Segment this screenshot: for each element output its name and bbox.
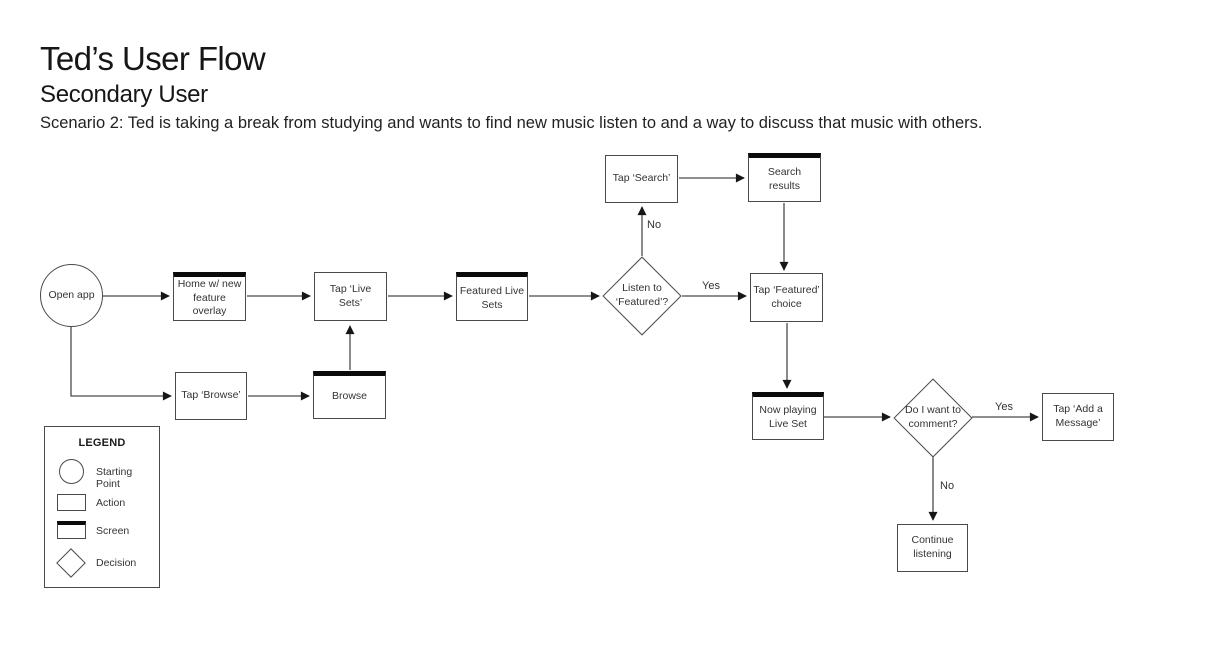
edge-label-no: No — [645, 219, 664, 231]
legend-decision-label: Decision — [96, 557, 137, 569]
node-home-feature-overlay: Home w/ new feature overlay — [173, 272, 246, 321]
legend-action-shape — [57, 494, 86, 511]
legend-title: LEGEND — [78, 437, 126, 449]
node-want-comment-decision: Do I want to comment? — [893, 378, 973, 458]
legend-screen-shape — [57, 521, 86, 539]
node-now-playing-live-set: Now playing Live Set — [752, 392, 824, 440]
node-search-results: Search results — [748, 153, 821, 202]
page-title: Ted’s User Flow — [40, 40, 266, 77]
node-tap-featured-choice: Tap ‘Featured’ choice — [750, 273, 823, 322]
page-subtitle: Secondary User — [40, 81, 208, 108]
node-featured-live-sets: Featured Live Sets — [456, 272, 528, 321]
edge-label-yes: Yes — [700, 280, 722, 292]
node-browse: Browse — [313, 371, 386, 419]
decision-label: Do I want to comment? — [904, 404, 962, 430]
node-tap-add-message: Tap ‘Add a Message’ — [1042, 393, 1114, 441]
edge-label-no: No — [938, 480, 957, 492]
node-tap-live-sets: Tap ‘Live Sets’ — [314, 272, 387, 321]
node-continue-listening: Continue listening — [897, 524, 968, 572]
node-tap-search: Tap ‘Search’ — [605, 155, 678, 203]
edge-openapp-tapbrowse — [70, 327, 172, 401]
diamond-shape — [56, 548, 86, 578]
legend-screen-label: Screen — [96, 525, 130, 537]
legend-starting-point-label: Starting Point — [96, 466, 133, 490]
legend-starting-point-shape — [59, 459, 84, 484]
decision-label: Listen to ‘Featured’? — [615, 282, 669, 308]
legend: LEGEND Starting Point Action Screen Deci… — [44, 426, 160, 588]
node-tap-browse: Tap ‘Browse’ — [175, 372, 247, 420]
node-open-app: Open app — [40, 264, 103, 327]
edge-label-yes: Yes — [993, 401, 1015, 413]
scenario-text: Scenario 2: Ted is taking a break from s… — [40, 114, 983, 132]
legend-action-label: Action — [96, 497, 126, 509]
node-listen-featured-decision: Listen to ‘Featured’? — [602, 256, 682, 336]
legend-decision-shape — [56, 548, 86, 578]
